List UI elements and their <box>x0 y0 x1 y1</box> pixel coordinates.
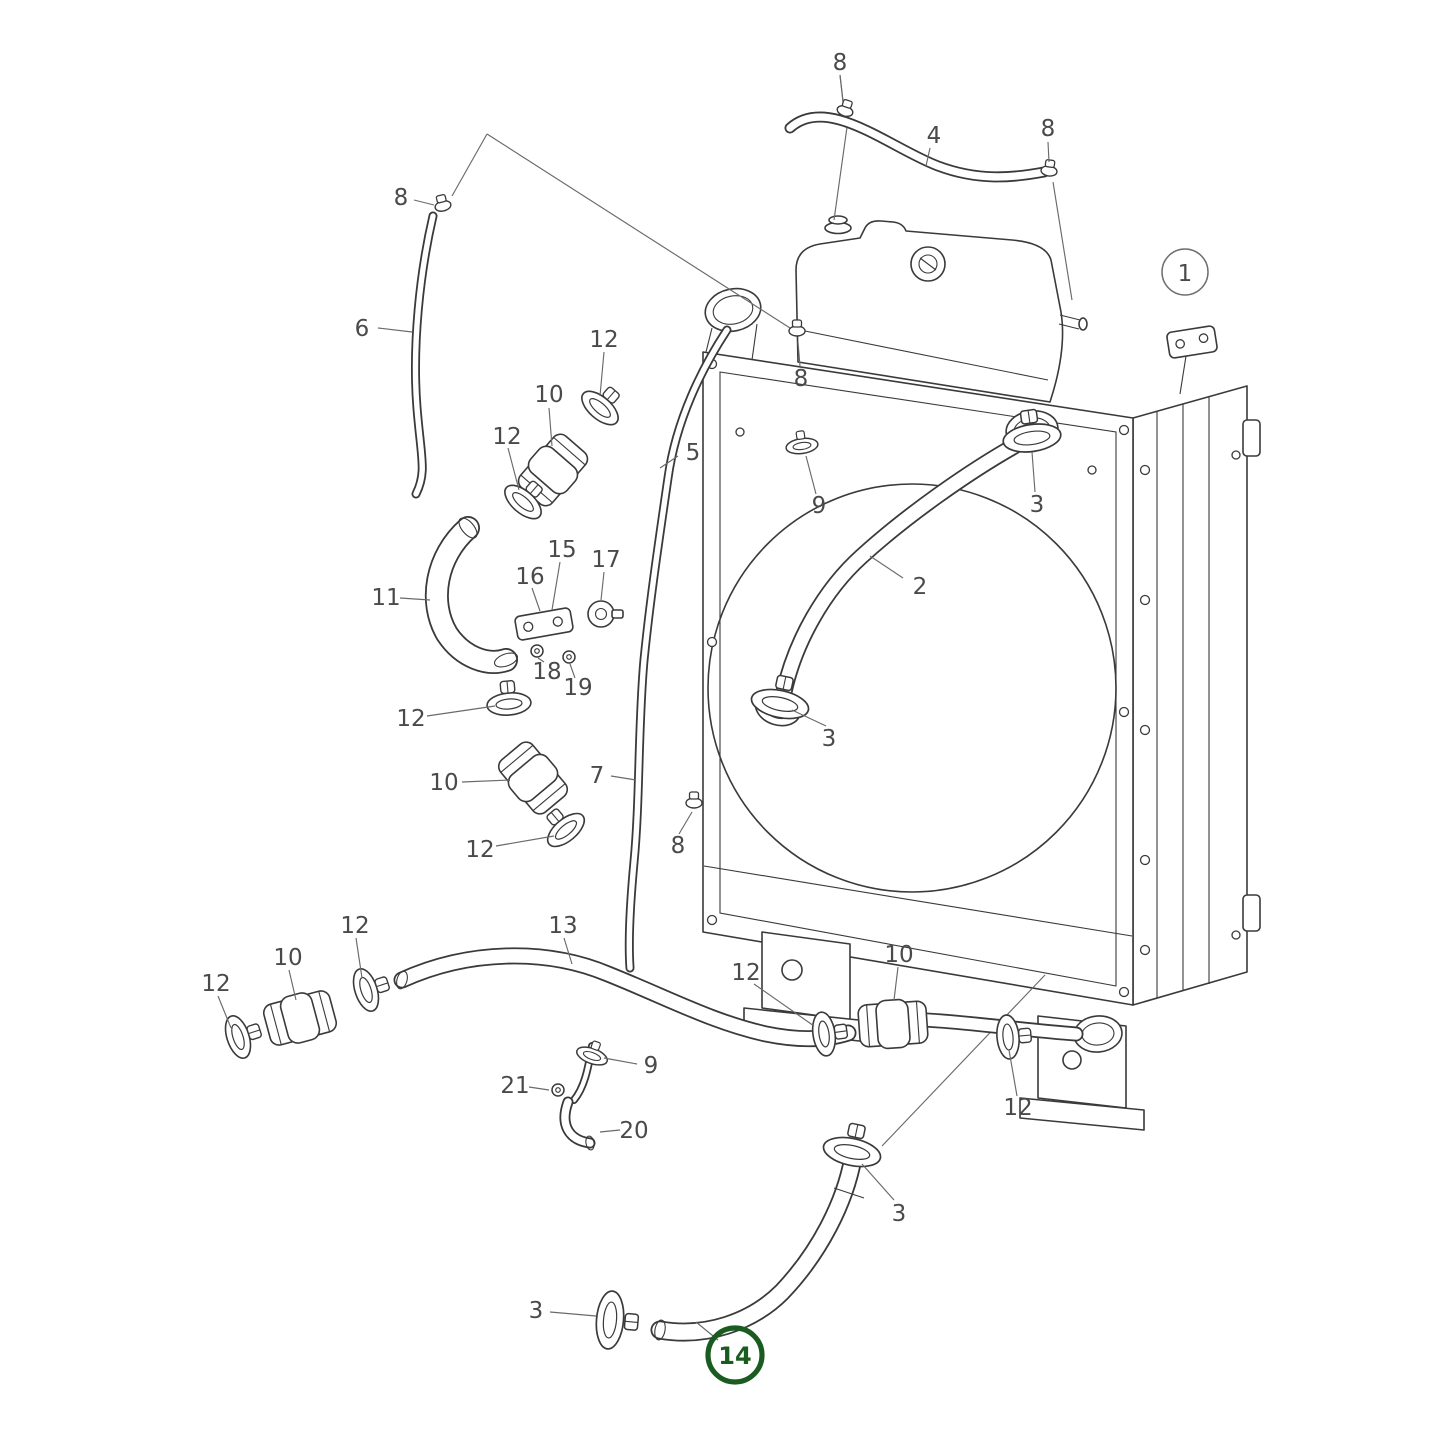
clamp-12-h <box>994 1012 1034 1061</box>
callout-13[interactable]: 13 <box>548 913 577 939</box>
callout-14-highlight-circle <box>705 1325 765 1385</box>
callout-3-b[interactable]: 3 <box>822 726 837 752</box>
clamp-12-a <box>575 375 633 432</box>
callout-12-f[interactable]: 12 <box>201 971 230 997</box>
hoses <box>393 111 1084 1342</box>
callout-21[interactable]: 21 <box>500 1073 529 1099</box>
callout-5[interactable]: 5 <box>686 440 701 466</box>
callout-16[interactable]: 16 <box>515 564 544 590</box>
callout-12-c[interactable]: 12 <box>396 706 425 732</box>
callout-17[interactable]: 17 <box>591 547 620 573</box>
callout-8-tank[interactable]: 8 <box>794 366 809 392</box>
callout-10-a[interactable]: 10 <box>534 382 563 408</box>
clamp-12-c <box>484 678 533 718</box>
callout-8-top-right[interactable]: 8 <box>1041 116 1056 142</box>
fan-opening-circle <box>707 483 1117 893</box>
callout-10-d[interactable]: 10 <box>884 942 913 968</box>
elbow-cluster <box>551 1083 596 1151</box>
callout-2[interactable]: 2 <box>913 574 928 600</box>
callout-20[interactable]: 20 <box>619 1118 648 1144</box>
callout-18[interactable]: 18 <box>532 659 561 685</box>
callout-labels: 8 4 8 8 6 1 12 10 12 5 8 9 3 2 11 15 16 … <box>201 50 1209 1385</box>
callout-9-a[interactable]: 9 <box>812 493 827 519</box>
callout-8-side[interactable]: 8 <box>671 833 686 859</box>
clip-8-e <box>685 791 703 809</box>
leader-lines <box>217 74 1050 1341</box>
callout-4[interactable]: 4 <box>927 123 942 149</box>
bolt-19 <box>562 650 576 664</box>
callout-8-left[interactable]: 8 <box>394 185 409 211</box>
connector-10-b <box>491 735 575 821</box>
callout-14-selected[interactable]: 14 <box>718 1342 751 1370</box>
callout-15[interactable]: 15 <box>547 537 576 563</box>
construction-lines <box>451 74 1073 1147</box>
expansion-tank <box>795 215 1088 403</box>
callout-6[interactable]: 6 <box>355 316 370 342</box>
callout-11[interactable]: 11 <box>371 585 400 611</box>
core-top-bracket <box>1166 325 1218 359</box>
callout-12-b[interactable]: 12 <box>492 424 521 450</box>
callout-9-b[interactable]: 9 <box>644 1053 659 1079</box>
bolt-21 <box>551 1083 565 1097</box>
clamp-3-c <box>819 1117 888 1173</box>
clamp-3-d <box>593 1289 642 1353</box>
tank-cap <box>910 246 946 282</box>
filler-neck <box>824 215 852 235</box>
callout-12-e[interactable]: 12 <box>340 913 369 939</box>
hose-open-ends <box>396 517 865 1341</box>
bolt-18 <box>530 644 544 658</box>
radiator-core <box>1132 325 1261 1006</box>
callout-1-circle <box>1161 248 1209 296</box>
clamp-9-b <box>573 1035 613 1070</box>
callout-10-c[interactable]: 10 <box>273 945 302 971</box>
ring-clamp-17 <box>587 600 624 628</box>
callout-12-d[interactable]: 12 <box>465 837 494 863</box>
clamp-12-e <box>347 961 396 1016</box>
callout-7[interactable]: 7 <box>590 763 605 789</box>
overflow-nipple <box>1058 314 1088 331</box>
callout-10-b[interactable]: 10 <box>429 770 458 796</box>
plate-16 <box>514 607 574 641</box>
callout-12-h[interactable]: 12 <box>1003 1095 1032 1121</box>
callout-19[interactable]: 19 <box>563 675 592 701</box>
callout-12-g[interactable]: 12 <box>731 960 760 986</box>
callout-3-d[interactable]: 3 <box>529 1298 544 1324</box>
connector-10-c <box>260 985 340 1051</box>
callout-8-top[interactable]: 8 <box>833 50 848 76</box>
callout-12-a[interactable]: 12 <box>589 327 618 353</box>
connector-10-d <box>856 996 930 1052</box>
overflow-hose-4 <box>784 111 1050 183</box>
upper-left-outlet <box>704 287 762 333</box>
callout-3-c[interactable]: 3 <box>892 1201 907 1227</box>
callout-1[interactable]: 1 <box>1178 261 1193 287</box>
callout-3-a[interactable]: 3 <box>1030 492 1045 518</box>
clip-8-c <box>431 192 453 214</box>
clamp-12-f <box>219 1008 268 1063</box>
bracket-cluster <box>514 600 624 664</box>
